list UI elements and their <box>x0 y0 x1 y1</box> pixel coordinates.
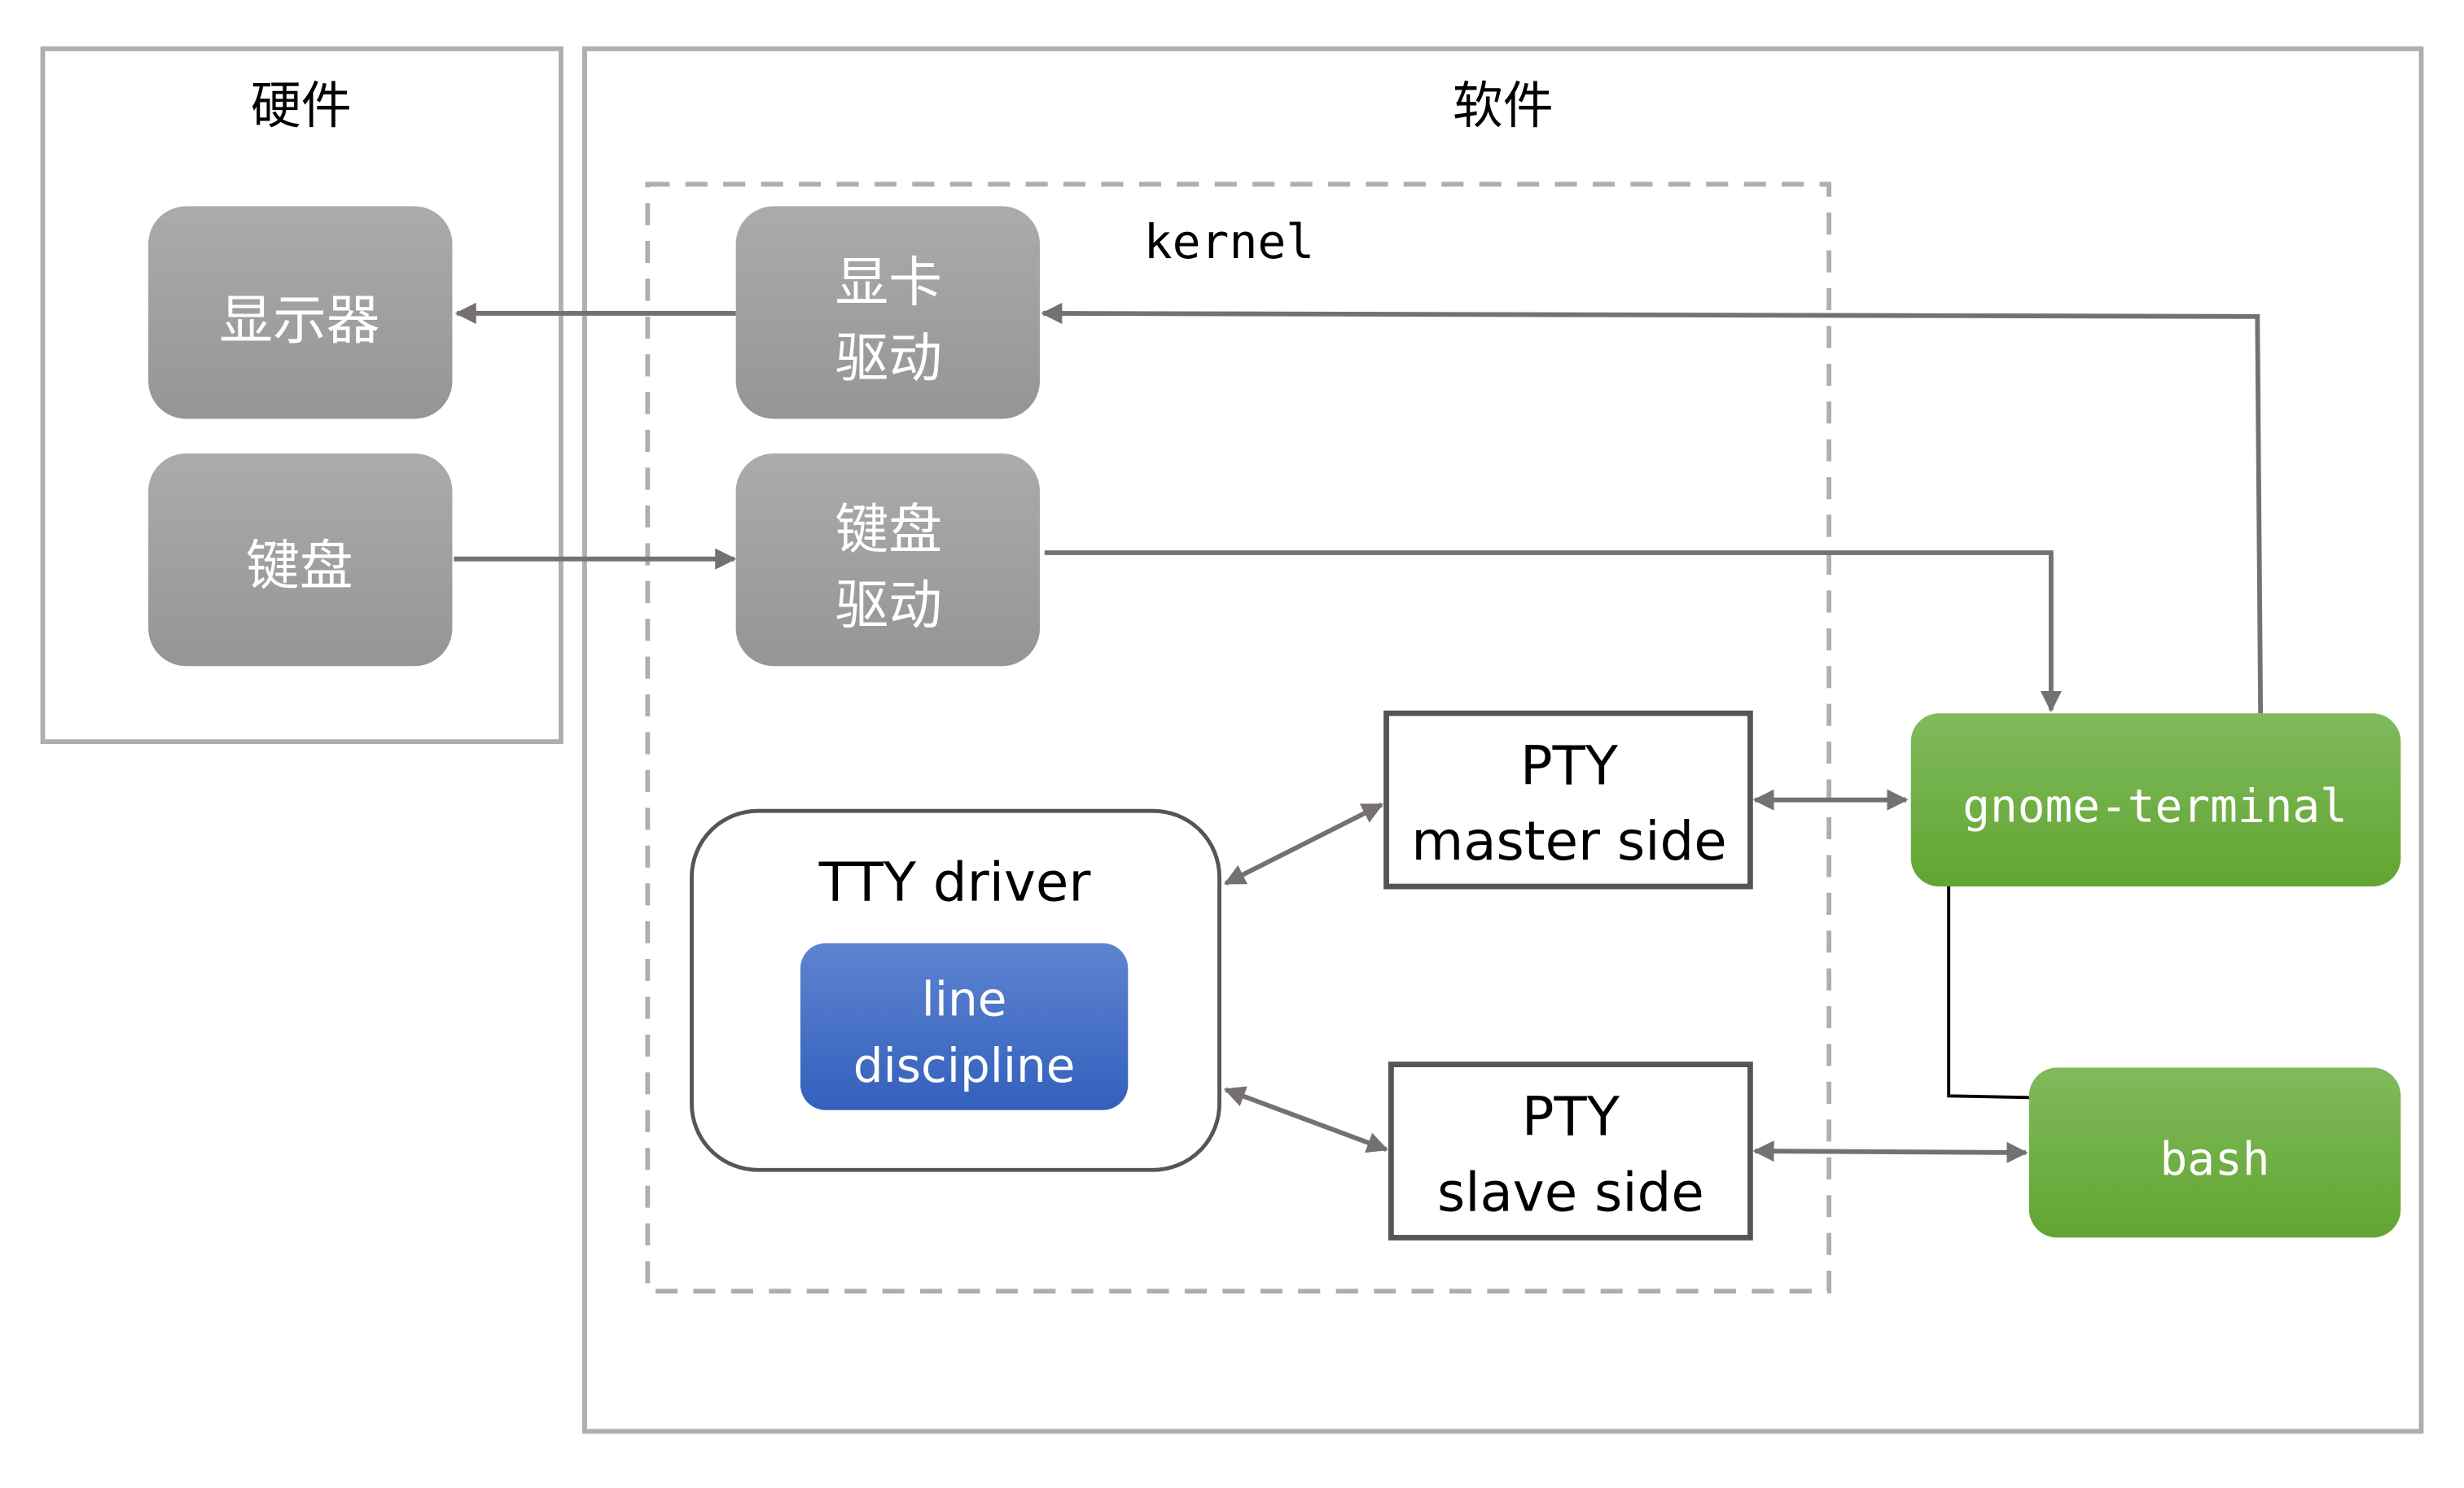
software-label: 软件 <box>1453 77 1554 135</box>
line-discipline-label-1: line <box>922 972 1007 1027</box>
pty-master-box[interactable]: PTY master side <box>1383 710 1753 890</box>
arrow-tty-pty-master <box>1223 802 1384 886</box>
pty-slave-label-1: PTY <box>1522 1086 1620 1149</box>
kbd-driver-label-2: 驱动 <box>835 574 943 637</box>
line-terminal-to-bash <box>1947 886 2029 1100</box>
display-box[interactable]: 显示器 <box>148 206 453 419</box>
pty-master-label-2: master side <box>1411 810 1726 873</box>
bash-label: bash <box>2160 1133 2270 1186</box>
arrow-terminal-to-gpu-driver <box>1041 302 2264 714</box>
keyboard-box[interactable]: 键盘 <box>148 453 453 667</box>
arrow-pty-slave-bash <box>1752 1140 2028 1163</box>
hardware-label: 硬件 <box>251 77 352 135</box>
gpu-driver-label-1: 显卡 <box>835 251 943 313</box>
display-label: 显示器 <box>219 289 379 352</box>
connectors <box>454 302 2264 1163</box>
tty-driver-label: TTY driver <box>818 851 1092 913</box>
arrow-tty-pty-slave <box>1223 1086 1389 1153</box>
pty-slave-label-2: slave side <box>1437 1162 1704 1224</box>
line-discipline-label-2: discipline <box>853 1038 1076 1093</box>
line-discipline-box[interactable]: line discipline <box>800 943 1129 1110</box>
gnome-terminal-box[interactable]: gnome-terminal <box>1910 713 2401 887</box>
arrow-kbd-driver-to-terminal <box>1044 550 2062 713</box>
hardware-region: 硬件 <box>40 46 563 744</box>
pty-slave-box[interactable]: PTY slave side <box>1388 1061 1753 1241</box>
bash-box[interactable]: bash <box>2028 1067 2401 1238</box>
kbd-driver-label-1: 键盘 <box>835 498 943 561</box>
pty-master-label-1: PTY <box>1520 734 1619 797</box>
software-region: 软件 <box>582 46 2424 1434</box>
gnome-terminal-label: gnome-terminal <box>1962 781 2348 834</box>
kernel-label: kernel <box>1144 214 1315 269</box>
kbd-driver-box[interactable]: 键盘 驱动 <box>735 453 1041 667</box>
gpu-driver-label-2: 驱动 <box>835 326 943 389</box>
kernel-region: kernel <box>645 182 1832 1294</box>
keyboard-label: 键盘 <box>246 535 353 597</box>
gpu-driver-box[interactable]: 显卡 驱动 <box>735 206 1041 419</box>
